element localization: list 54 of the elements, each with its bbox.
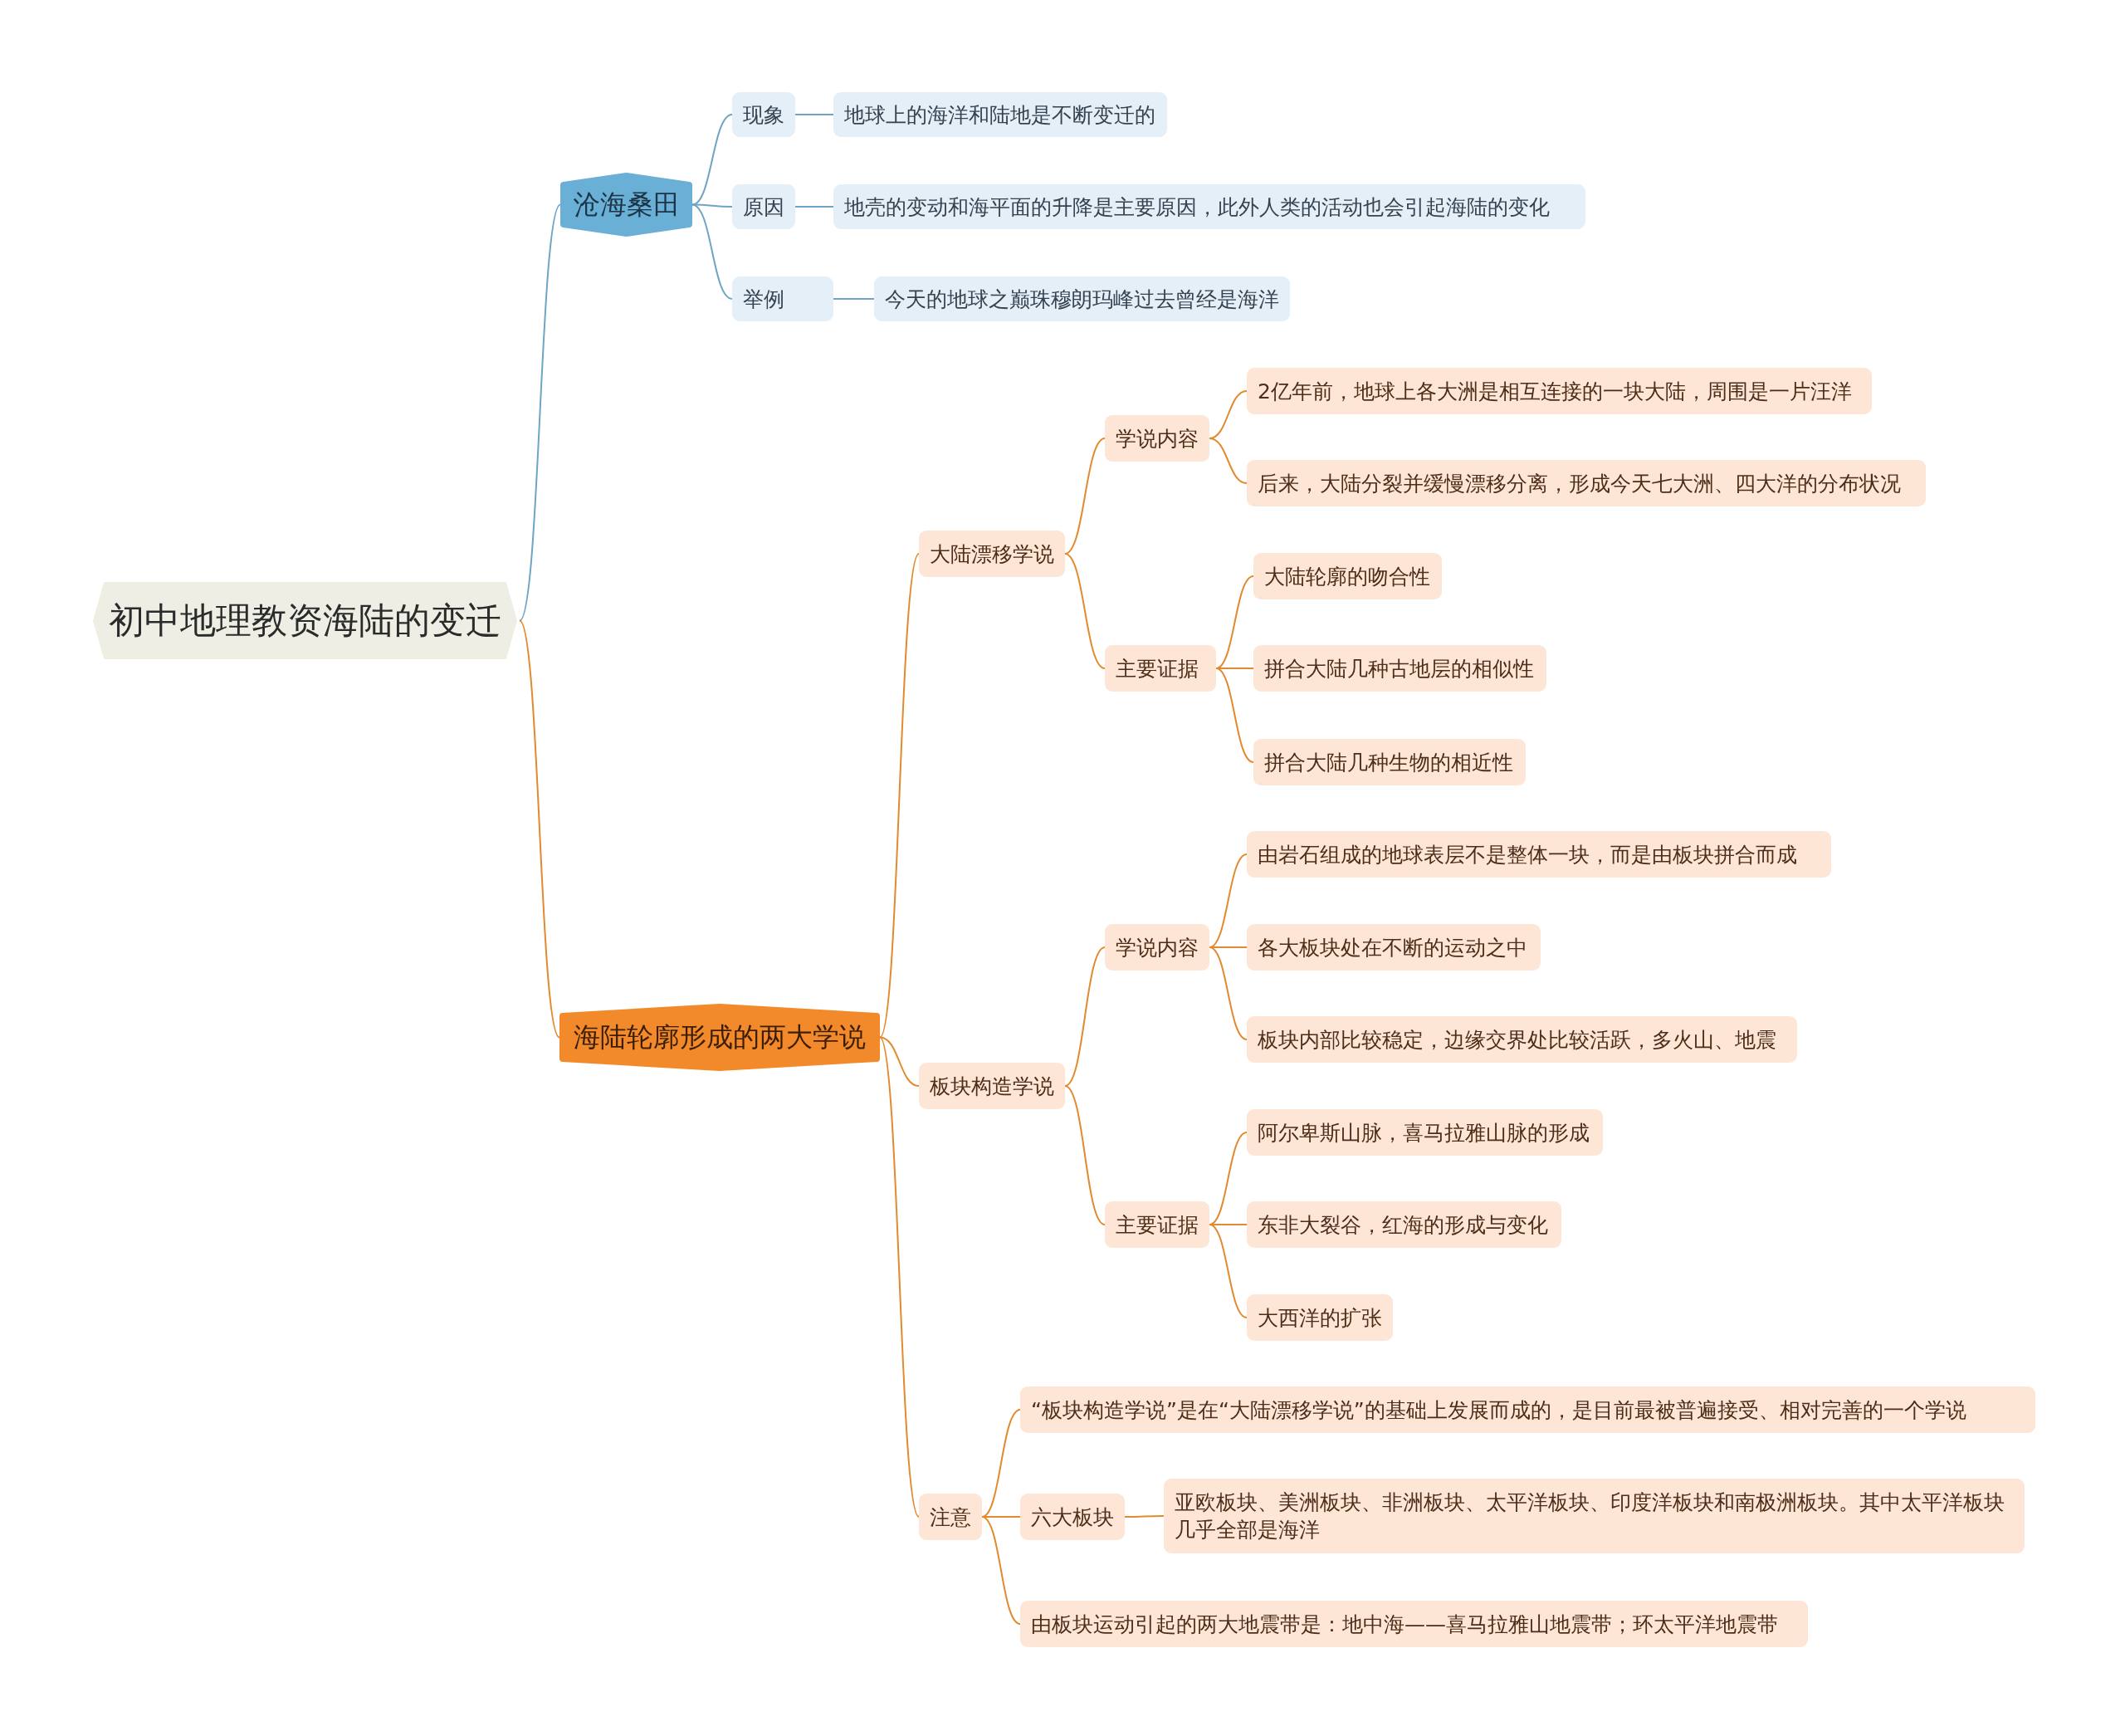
branch-topic-hexagon: 海陆轮廓形成的两大学说: [559, 1004, 880, 1071]
detail-box: 由岩石组成的地球表层不是整体一块，而是由板块拼合而成: [1247, 831, 1831, 878]
connector-line: [1209, 1224, 1248, 1318]
connector-line: [1064, 438, 1106, 555]
connector-line: [519, 203, 561, 622]
connector-line: [1209, 438, 1248, 484]
connector-line: [1124, 1515, 1165, 1518]
connector-line: [691, 203, 733, 300]
connector-line: [794, 114, 834, 115]
detail-box: “板块构造学说”是在“大陆漂移学说”的基础上发展而成的，是目前最被普遍接受、相对完善的一个学说: [1020, 1386, 2035, 1433]
connector-line: [879, 1036, 920, 1518]
topic-box: 原因: [732, 184, 795, 229]
topic-box: 学说内容: [1105, 415, 1209, 462]
topic-box: 学说内容: [1105, 924, 1209, 971]
topic-box: 六大板块: [1020, 1494, 1125, 1540]
detail-box: 后来，大陆分裂并缓慢漂移分离，形成今天七大洲、四大洋的分布状况: [1247, 460, 1926, 506]
detail-box: 由板块运动引起的两大地震带是：地中海——喜马拉雅山地震带；环太平洋地震带: [1020, 1601, 1808, 1647]
topic-box: 大陆漂移学说: [919, 531, 1065, 577]
detail-box: 各大板块处在不断的运动之中: [1247, 924, 1541, 971]
detail-box: 拼合大陆几种生物的相近性: [1253, 739, 1526, 785]
topic-box: 现象: [732, 92, 795, 137]
detail-box: 板块内部比较稳定，边缘交界处比较活跃，多火山、地震: [1247, 1016, 1797, 1063]
connector-line: [1209, 853, 1248, 948]
connector-line: [981, 1516, 1021, 1625]
detail-box: 阿尔卑斯山脉，喜马拉雅山脉的形成: [1247, 1109, 1603, 1156]
connector-line: [1215, 668, 1254, 763]
connector-line: [833, 298, 875, 300]
detail-box: 拼合大陆几种古地层的相似性: [1253, 645, 1546, 692]
detail-box: 亚欧板块、美洲板块、非洲板块、太平洋板块、印度洋板块和南极洲板块。其中太平洋板块几乎全部是海洋: [1164, 1479, 2025, 1553]
connector-line: [1209, 946, 1248, 1040]
topic-box: 板块构造学说: [919, 1063, 1065, 1109]
detail-box: 地壳的变动和海平面的升降是主要原因，此外人类的活动也会引起海陆的变化: [833, 184, 1585, 229]
topic-box: 举例: [732, 276, 833, 321]
connector-line: [1215, 575, 1254, 669]
connector-line: [1209, 1132, 1248, 1225]
topic-box: 注意: [919, 1494, 982, 1540]
connector-line: [1064, 553, 1106, 669]
detail-box: 2亿年前，地球上各大洲是相互连接的一块大陆，周围是一片汪洋: [1247, 368, 1872, 414]
connector-line: [519, 619, 560, 1039]
detail-box: 大西洋的扩张: [1247, 1294, 1393, 1341]
topic-box: 主要证据: [1105, 1201, 1209, 1248]
topic-box: 主要证据: [1105, 645, 1216, 692]
connector-line: [879, 1036, 920, 1087]
branch-topic-hexagon: 沧海桑田: [560, 173, 692, 237]
connector-line: [1064, 1085, 1106, 1225]
connector-line: [981, 1409, 1021, 1518]
detail-box: 东非大裂谷，红海的形成与变化: [1247, 1201, 1561, 1248]
connector-line: [691, 114, 733, 206]
connector-line: [794, 206, 834, 208]
detail-box: 今天的地球之巅珠穆朗玛峰过去曾经是海洋: [874, 276, 1290, 321]
detail-box: 大陆轮廓的吻合性: [1253, 553, 1442, 599]
connector-line: [1064, 946, 1106, 1087]
detail-box: 地球上的海洋和陆地是不断变迁的: [833, 92, 1167, 137]
connector-line: [879, 553, 920, 1039]
